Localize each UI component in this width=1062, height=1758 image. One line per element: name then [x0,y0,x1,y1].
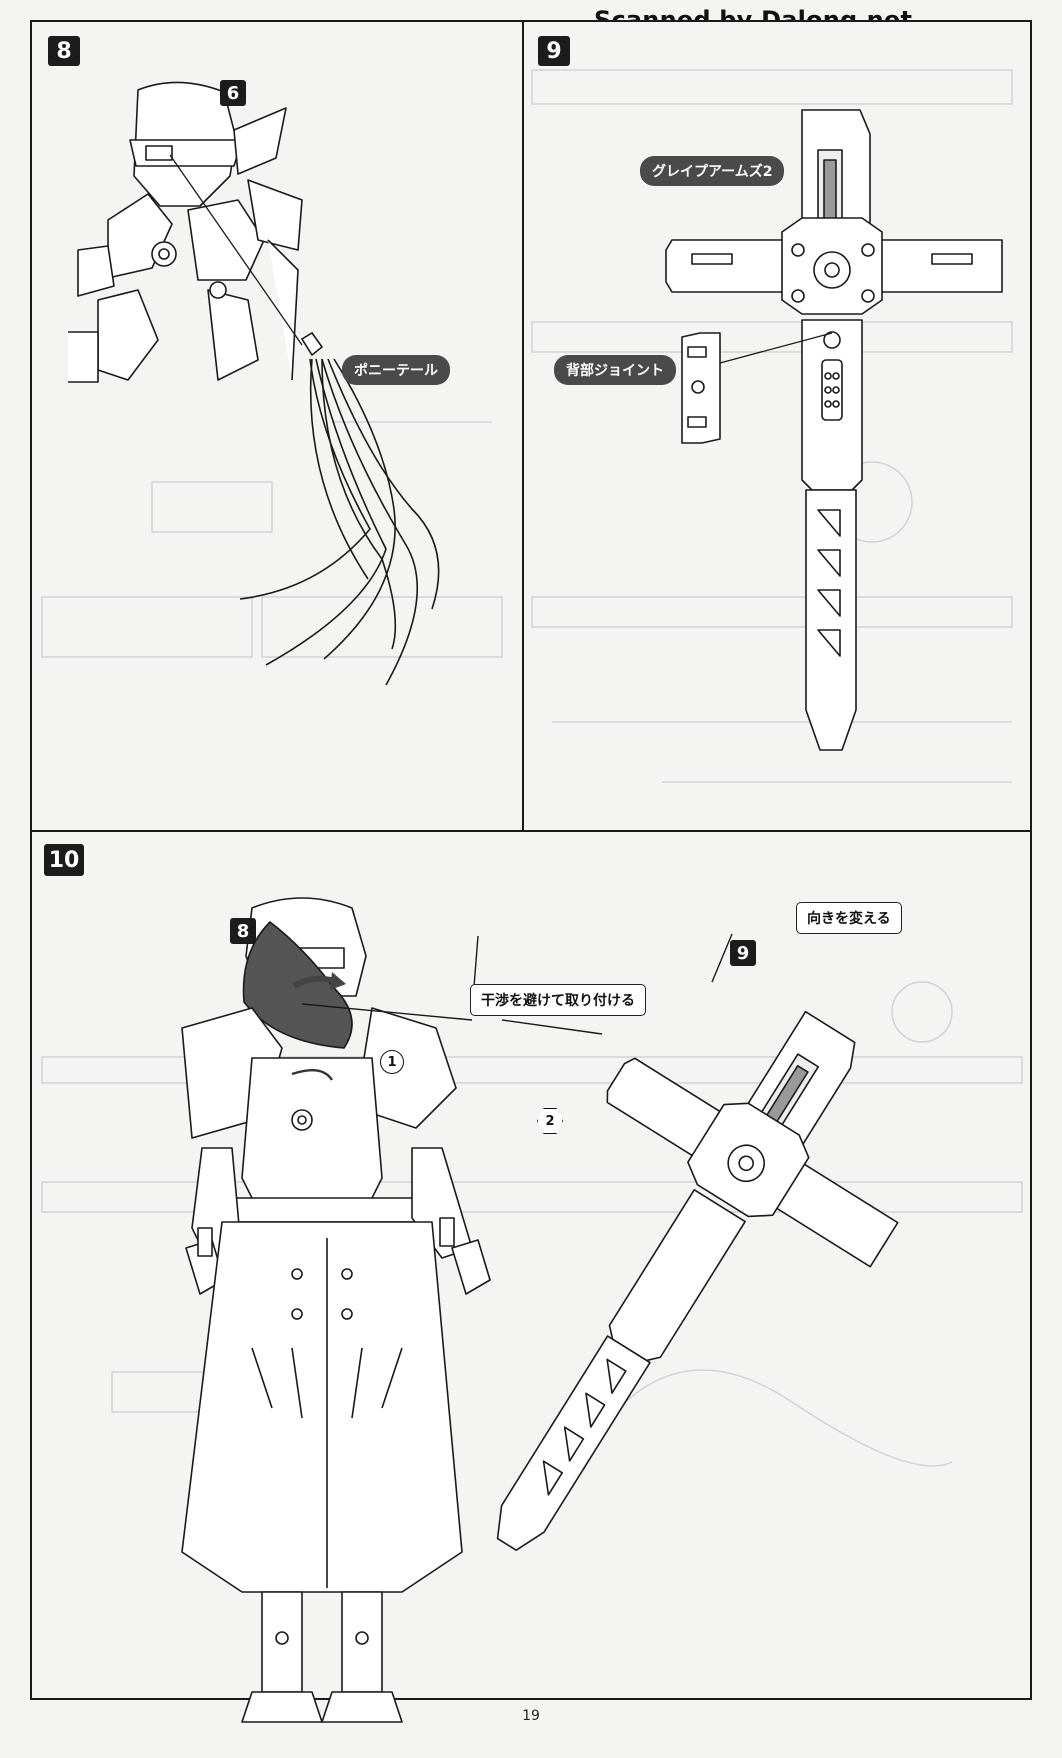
step-8-head-illustration [68,81,303,383]
cross-weapon-rotated-illustration [496,1010,899,1551]
order-marker-2: 2 [537,1108,563,1134]
avoid-interference-note: 干渉を避けて取り付ける [470,984,646,1016]
step-10-ref-9-badge: 9 [730,940,756,966]
back-joint-illustration [681,332,833,444]
grave-arms-cross-illustration [665,109,1003,751]
step-10-ref-8-badge: 8 [230,918,256,944]
ponytail-part-label: ポニーテール [342,355,450,385]
step-8-ponytail-illustration [169,154,440,686]
change-direction-note: 向きを変える [796,902,902,934]
instruction-sheet: 8 6 [30,20,1032,1723]
panel-divider-vertical [522,22,524,830]
step-8-ref-6-badge: 6 [220,80,246,106]
back-joint-label: 背部ジョイント [554,355,676,385]
bleed-through-texture [41,69,1023,1467]
order-marker-2-text: 2 [545,1113,555,1129]
step-10-badge: 10 [44,844,84,876]
order-marker-1: 1 [380,1050,404,1074]
panel-divider-horizontal [32,830,1030,832]
order-marker-1-text: 1 [387,1054,397,1070]
step-8-badge: 8 [48,36,80,66]
page-number: 19 [522,1708,540,1724]
step-9-badge: 9 [538,36,570,66]
grave-arms-2-label: グレイプアームズ2 [640,156,785,186]
figure-back-illustration [181,897,491,1723]
